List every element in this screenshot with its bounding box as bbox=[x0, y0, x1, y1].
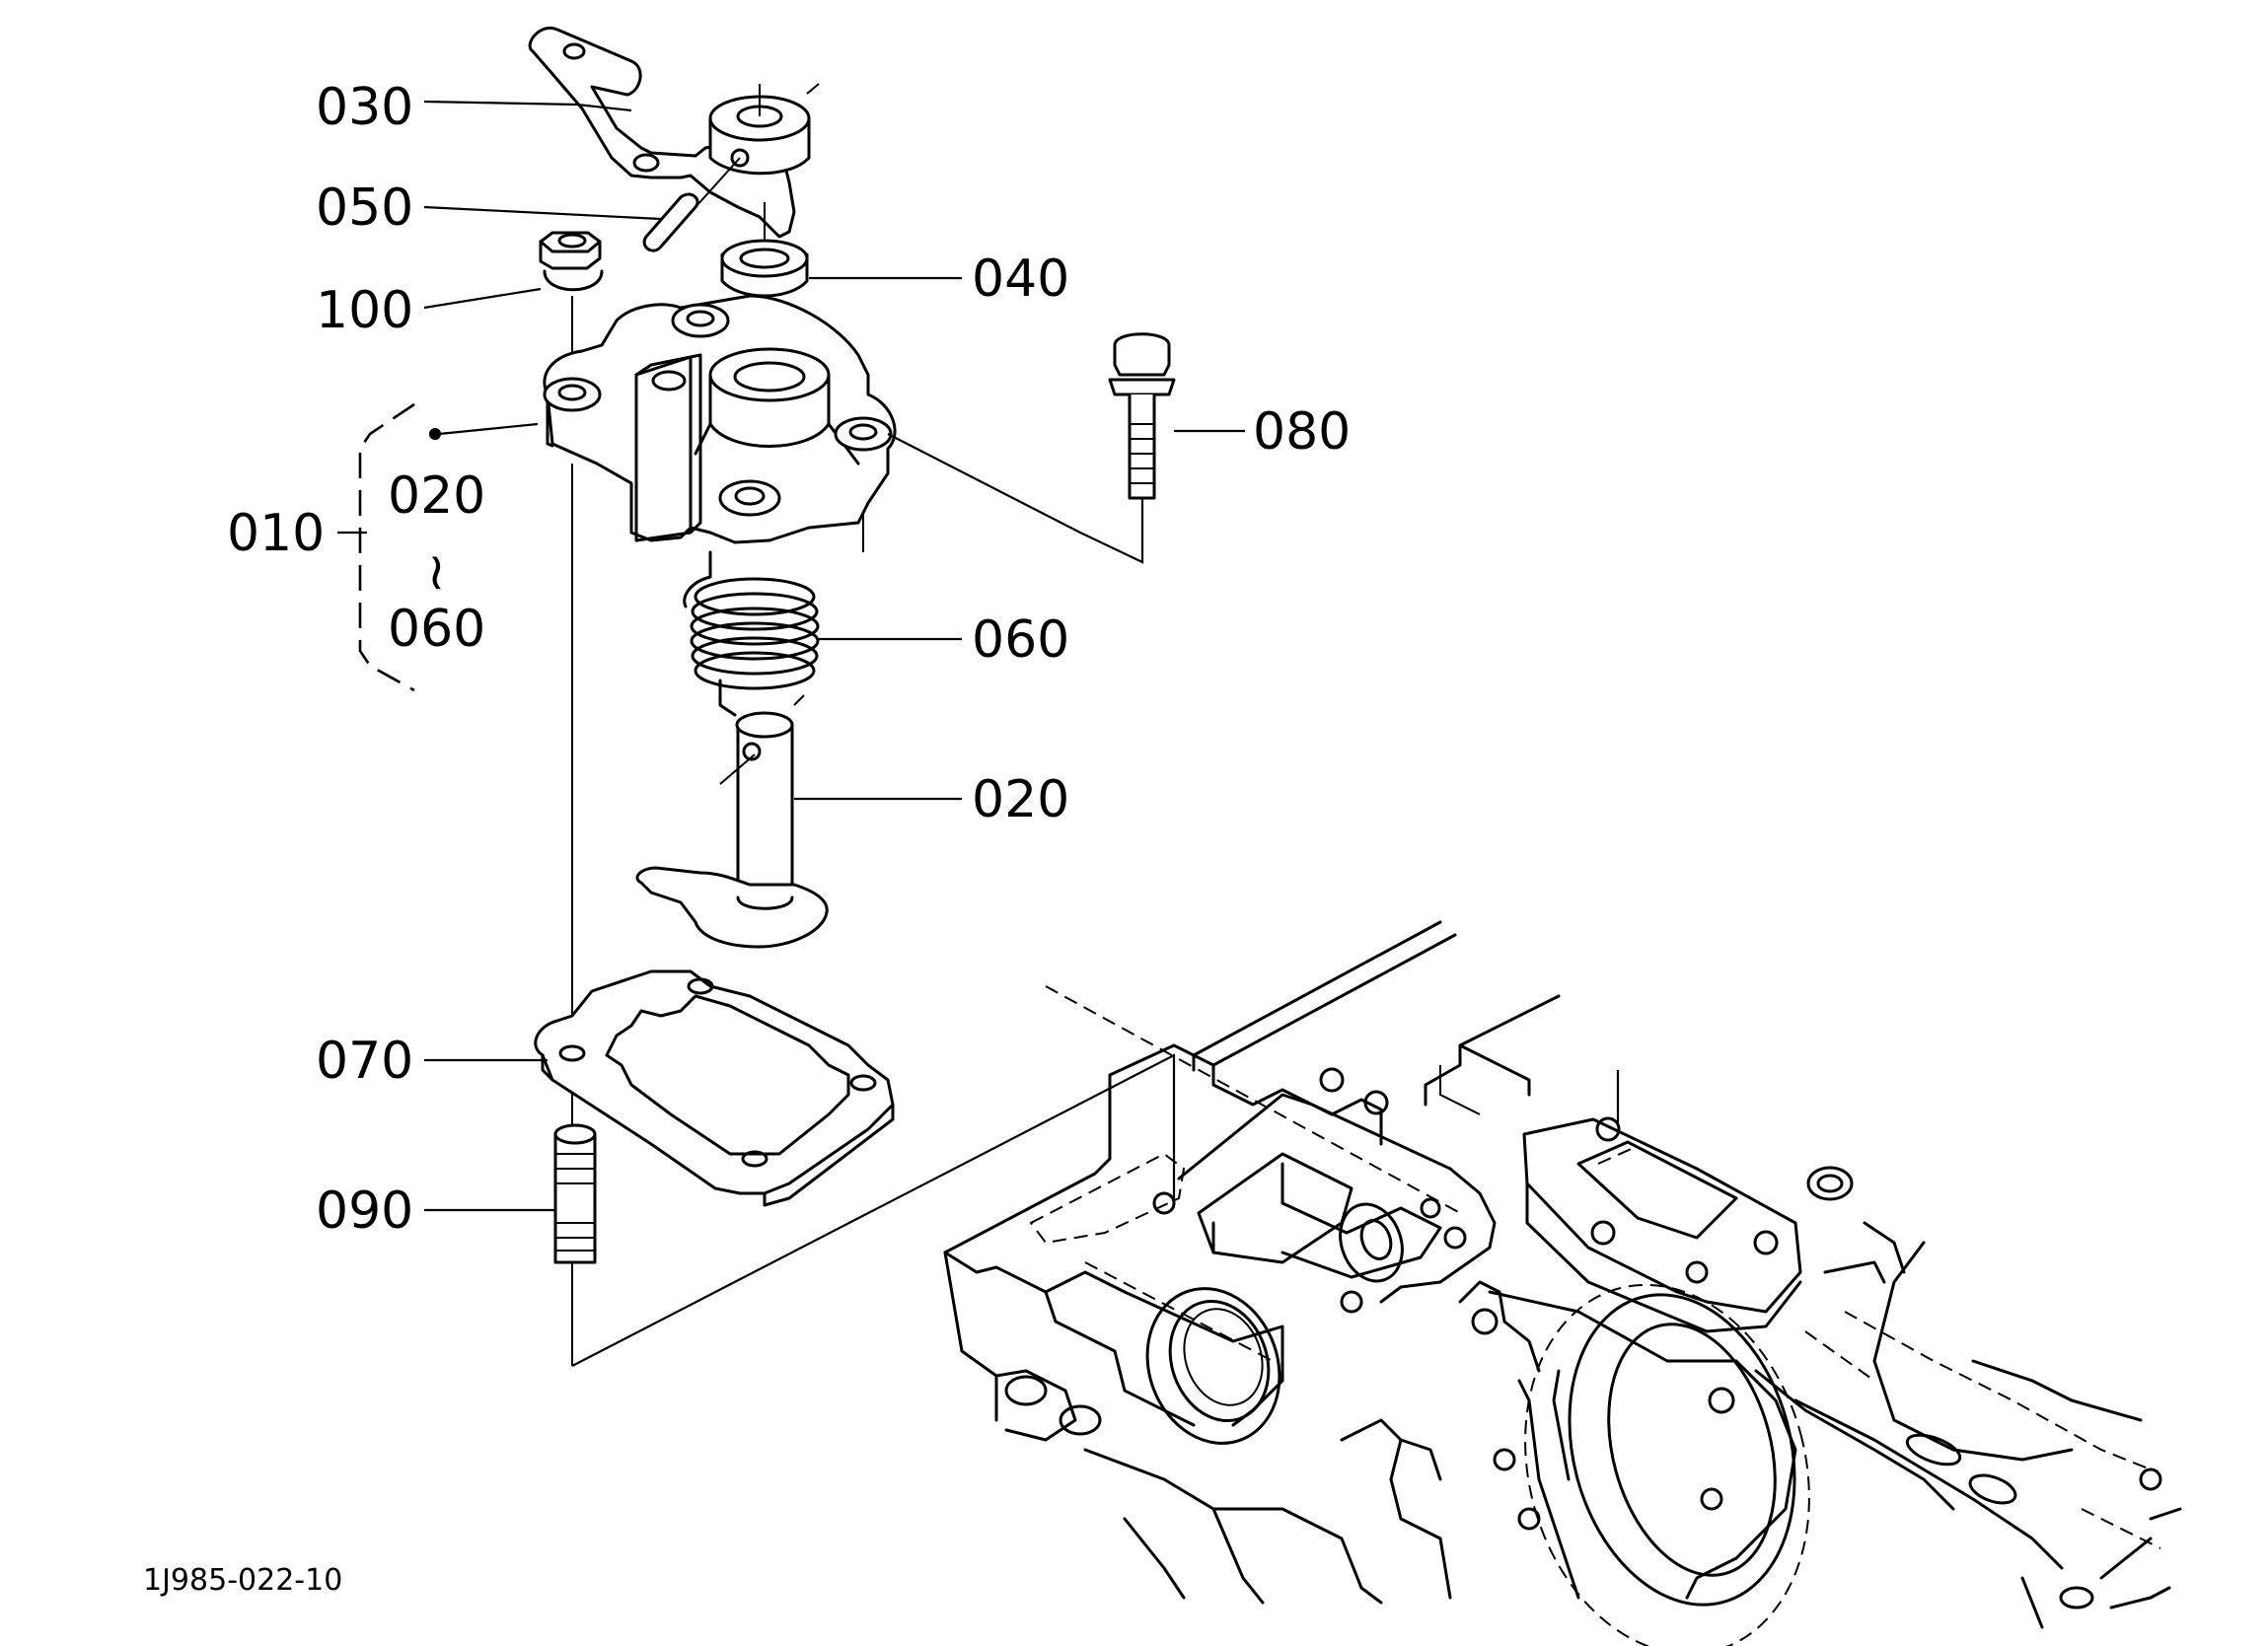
callout-080: 080 bbox=[1253, 402, 1351, 462]
callout-030: 030 bbox=[316, 78, 413, 137]
range-separator: ~ bbox=[407, 551, 467, 595]
callout-070: 070 bbox=[316, 1032, 413, 1091]
callout-020-range-start: 020 bbox=[388, 466, 485, 526]
leader-lines bbox=[337, 100, 1245, 1212]
callout-060: 060 bbox=[972, 610, 1069, 670]
governor-parts-drawing bbox=[528, 26, 1620, 1367]
callout-020: 020 bbox=[972, 770, 1069, 829]
figure-reference-code: 1J985-022-10 bbox=[143, 1563, 342, 1598]
callout-010: 010 bbox=[227, 504, 325, 563]
callout-labels: 030 050 100 040 080 010 020 ~ 060 060 02… bbox=[143, 78, 1351, 1598]
spring-part bbox=[683, 550, 820, 717]
callout-040: 040 bbox=[972, 250, 1069, 309]
callout-060-range-end: 060 bbox=[388, 600, 485, 659]
callout-050: 050 bbox=[316, 179, 413, 238]
callout-090: 090 bbox=[316, 1181, 413, 1241]
gasket-part bbox=[534, 969, 895, 1195]
callout-100: 100 bbox=[316, 281, 413, 340]
engine-block-drawing bbox=[943, 920, 2182, 1646]
